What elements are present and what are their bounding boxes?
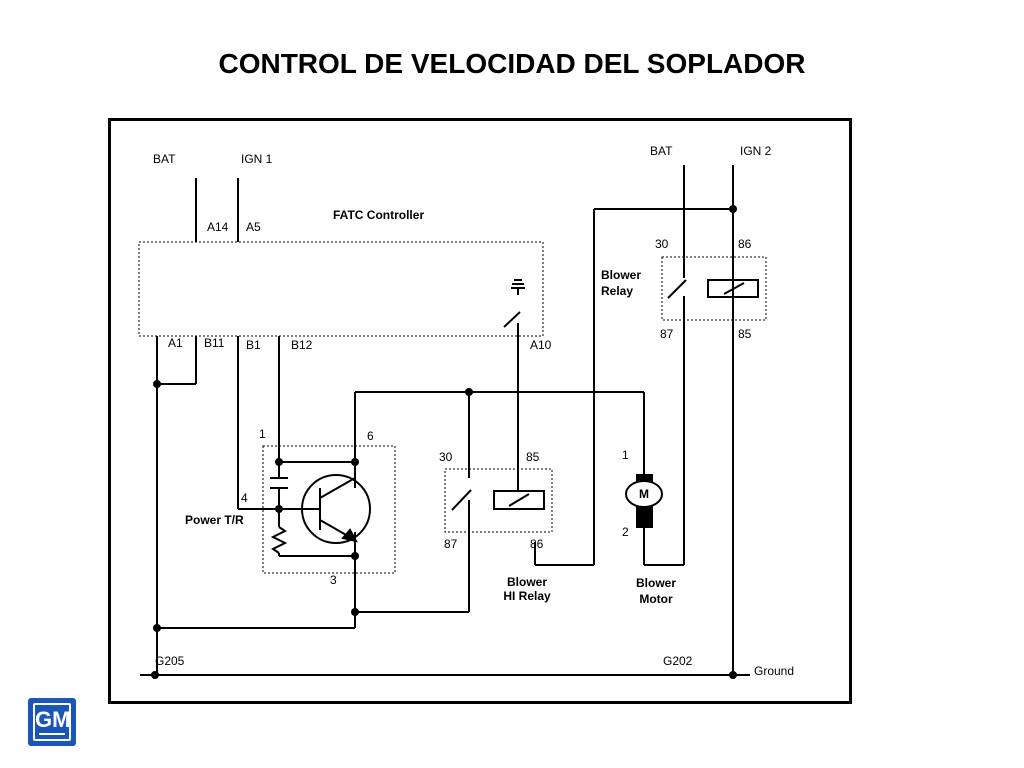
label-pin-a5: A5 [246,220,261,234]
label-relay-85: 85 [738,327,752,341]
power-tr-box [262,445,396,574]
label-power-tr: Power T/R [185,513,244,527]
label-tr-pin3: 3 [330,573,337,587]
diagram-frame [108,118,852,704]
label-relay-86: 86 [738,237,752,251]
gm-logo: GM [28,698,76,746]
junction-dot [351,552,359,560]
label-blower-hi-relay: Blower [507,575,547,589]
gm-logo-text: GM [33,703,71,741]
label-g202: G202 [663,654,693,668]
label-hi-86: 86 [530,537,544,551]
fatc-switch-icon [503,279,525,328]
resistor-icon [270,526,288,554]
junction-dot [351,608,359,616]
transistor-icon [301,474,371,544]
label-blower-motor: Blower [636,576,676,590]
label-hi-30: 30 [439,450,453,464]
junction-dot [729,671,737,679]
label-blower-relay-2: Relay [601,284,633,298]
label-motor-pin1: 1 [622,448,629,462]
label-g205: G205 [155,654,185,668]
label-ign2: IGN 2 [740,144,772,158]
blower-relay-coil-icon [707,279,759,298]
label-hi-87: 87 [444,537,458,551]
junction-dot [153,380,161,388]
junction-dot [465,388,473,396]
label-tr-pin1: 1 [259,427,266,441]
junction-dot [351,458,359,466]
label-relay-30: 30 [655,237,669,251]
capacitor-icon [270,477,288,489]
label-motor-pin2: 2 [622,525,629,539]
label-pin-a14: A14 [207,220,229,234]
label-motor-symbol: M [639,487,649,501]
junction-dot [151,671,159,679]
blower-relay-switch-icon [667,279,687,300]
label-pin-a1: A1 [168,336,183,350]
hi-relay-switch-icon [451,489,472,511]
label-hi-85: 85 [526,450,540,464]
label-ign1: IGN 1 [241,152,273,166]
label-tr-pin6: 6 [367,429,374,443]
label-relay-87: 87 [660,327,674,341]
label-fatc-controller: FATC Controller [333,208,424,222]
hi-relay-coil-icon [493,490,545,510]
label-ground: Ground [754,664,794,678]
label-pin-b12: B12 [291,338,313,352]
label-pin-b1: B1 [246,338,261,352]
label-bat-left: BAT [153,152,176,166]
label-bat-right: BAT [650,144,673,158]
junction-dot [153,624,161,632]
junction-dot [275,458,283,466]
label-pin-b11: B11 [204,336,225,350]
junctions [151,205,737,679]
page-title: CONTROL DE VELOCIDAD DEL SOPLADOR [218,48,806,79]
blower-motor-icon [625,474,663,528]
label-tr-pin4: 4 [241,491,248,505]
fatc-controller-box [138,241,544,337]
label-blower-motor-2: Motor [639,592,673,606]
blower-hi-relay-box [444,468,553,533]
label-blower-relay: Blower [601,268,641,282]
wires [140,165,750,676]
label-pin-a10: A10 [530,338,552,352]
junction-dot [729,205,737,213]
blower-relay-box [661,256,767,321]
label-blower-hi-relay-2: HI Relay [503,589,551,603]
junction-dot [275,505,283,513]
